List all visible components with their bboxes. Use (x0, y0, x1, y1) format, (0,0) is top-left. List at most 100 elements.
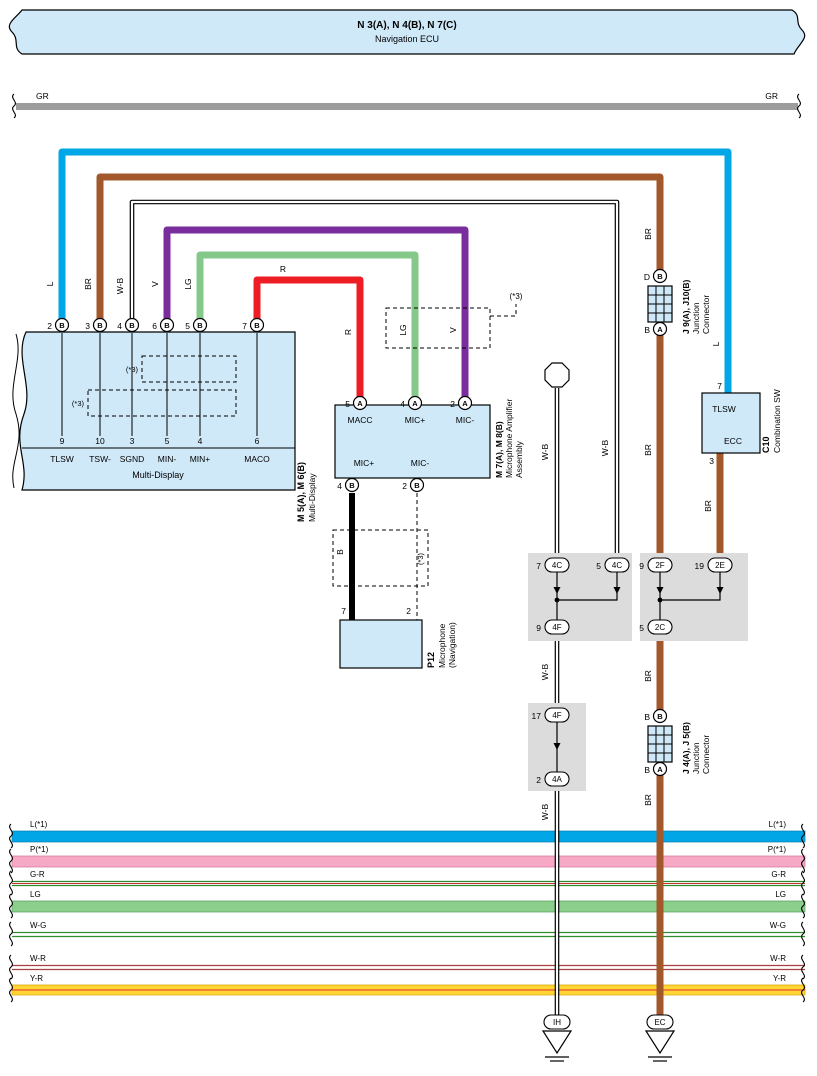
bottom-buses: L(*1) L(*1) P(*1) P(*1) G-R G-R LG LG W-… (9, 820, 806, 1003)
bus-p-label-left: P(*1) (30, 845, 49, 854)
ground-tag (646, 1014, 674, 1030)
pin-number: 4 (198, 436, 203, 446)
wire-label-br: BR (83, 278, 93, 290)
bus-lg-label-right: LG (775, 890, 786, 899)
arrowhead (613, 587, 621, 594)
ground-label: EC (654, 1018, 665, 1027)
pin-label: MIC- (456, 415, 475, 425)
pin-label: MIC+ (354, 458, 375, 468)
mic-amp-box (334, 404, 491, 479)
pin-number: 3 (709, 456, 714, 466)
arrowhead (716, 587, 724, 594)
connector-tag (544, 557, 570, 573)
bus-wg-label-left: W-G (30, 921, 46, 930)
connector-tag-label: 4A (552, 775, 562, 784)
wires (58, 148, 732, 1016)
junction-connector-j9-j10: B D A B J 9(A), J10(B) Junction Connecto… (644, 268, 711, 337)
bus-yr-label-right: Y-R (773, 974, 786, 983)
pin-number: 2 (402, 481, 407, 491)
connector-pin (652, 761, 668, 777)
wire-label-v: V (150, 281, 160, 287)
bus-p (11, 855, 806, 868)
component-code: M 5(A), M 6(B) (296, 462, 306, 522)
pin-letter: A (357, 399, 363, 408)
pin-label: ECC (724, 436, 742, 446)
pin-number: 19 (695, 561, 705, 571)
wire-label-br: BR (643, 228, 653, 240)
pin-letter: A (412, 399, 418, 408)
pin-number: B (644, 765, 650, 775)
connector-pin (124, 317, 140, 333)
arrowhead (656, 587, 664, 594)
pin-number: 4 (337, 481, 342, 491)
pin-number: B (644, 712, 650, 722)
wire-label-l: L (45, 281, 55, 286)
bus-break (801, 921, 805, 947)
wire-label-wb: W-B (600, 439, 610, 456)
bus-wr-label-left: W-R (30, 954, 46, 963)
bus-l-label-left: L(*1) (30, 820, 48, 829)
multi-display-box (19, 331, 296, 491)
connector-pin (249, 317, 265, 333)
pin-number: 9 (536, 623, 541, 633)
junction-dot (657, 597, 663, 603)
ground-bus-gr: GR GR (12, 91, 801, 119)
dashed-leader (490, 304, 517, 317)
connector-block-4c-4f: 4C 7 4C 5 4F 9 (528, 553, 632, 641)
pin-letter: B (414, 481, 420, 490)
torn-edge-line (12, 333, 20, 489)
component-code: J 4(A), J 5(B) (681, 722, 691, 774)
pin-letter: B (164, 321, 170, 330)
wire-br-top (96, 173, 664, 320)
pin-number: 7 (341, 606, 346, 616)
wire-label-r: R (343, 329, 353, 335)
connector-tag-label: 2E (715, 561, 725, 570)
pin-number: 5 (596, 561, 601, 571)
wire-label-l: L (711, 341, 721, 346)
bus-lg (11, 900, 806, 913)
p12-box (339, 619, 423, 669)
pin-number: 2 (47, 321, 52, 331)
component-name: Assembly (514, 440, 524, 478)
pin-label: MIN- (158, 454, 177, 464)
ground-ih: IH (541, 1014, 573, 1062)
wire-lg-green (196, 251, 419, 397)
wire-label-wb: W-B (540, 663, 550, 680)
combination-switch-c10: 7 TLSW ECC 3 C10 Combination SW (701, 381, 782, 466)
pin-number: 5 (165, 436, 170, 446)
connector-pin (92, 317, 108, 333)
pin-number: 3 (130, 436, 135, 446)
note3-label: (*3) (510, 292, 523, 301)
block-line (662, 572, 721, 601)
pin-label: SGND (120, 454, 145, 464)
pin-label: MIC+ (405, 415, 426, 425)
junction-dot (554, 597, 560, 603)
connector-tag (647, 557, 673, 573)
pin-letter: B (97, 321, 103, 330)
pin-label: TSW- (89, 454, 111, 464)
gr-label-right: GR (765, 91, 778, 101)
connector-tag (544, 771, 570, 787)
wire-label-br: BR (643, 794, 653, 806)
wire-label-b: B (335, 549, 345, 555)
wire-label-br: BR (643, 670, 653, 682)
ecu-name: Navigation ECU (375, 34, 439, 44)
pin-letter: A (657, 325, 663, 334)
arrowhead (553, 587, 561, 594)
pin-letter: B (197, 321, 203, 330)
component-name: (Navigation) (447, 622, 457, 668)
pin-label: MACO (244, 454, 270, 464)
connector-pin (457, 395, 473, 411)
pin-number: 5 (639, 623, 644, 633)
connector-tag-label: 2C (655, 623, 665, 632)
bus-p-label-right: P(*1) (768, 845, 787, 854)
connector-pin (159, 317, 175, 333)
wire-label-br: BR (703, 500, 713, 512)
connector-pin (409, 477, 425, 493)
multi-display: (*3) (*3) 9 10 3 5 4 6 TLSW TSW- SGND MI… (12, 317, 317, 522)
wire-label-br: BR (643, 444, 653, 456)
component-code: J 9(A), J10(B) (681, 280, 691, 334)
connector-tag-label: 4F (552, 623, 561, 632)
wire-label-v: V (448, 327, 458, 333)
connector-tag (707, 557, 733, 573)
